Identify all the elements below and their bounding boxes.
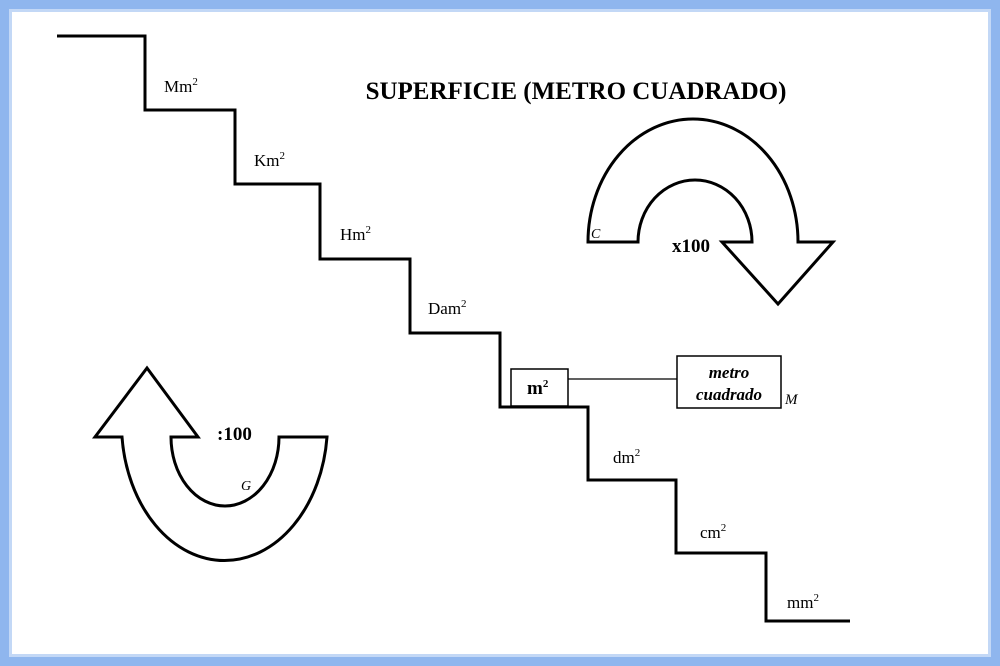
unit-label-km2: Km2: [254, 150, 285, 170]
unit-label-dm2: dm2: [613, 447, 640, 467]
unit-label-dam2: Dam2: [428, 298, 467, 318]
divide-label: :100: [217, 424, 252, 445]
square-meter-label: m2: [527, 378, 549, 399]
definition-line-2: cuadrado: [696, 385, 762, 404]
unit-label-hm2: Hm2: [340, 224, 371, 244]
multiply-arrow-mark: C: [591, 227, 601, 242]
unit-label-mm2-mega: Mm2: [164, 76, 198, 96]
definition-mark: M: [784, 392, 799, 408]
multiply-arrow-icon: [586, 117, 837, 307]
unit-label-cm2: cm2: [700, 522, 726, 542]
definition-box: [676, 355, 782, 409]
unit-label-mm2: mm2: [787, 592, 819, 612]
divide-arrow-icon: [91, 365, 329, 563]
definition-line-1: metro: [709, 363, 750, 382]
multiply-label: x100: [672, 236, 710, 257]
staircase-line: [57, 34, 850, 623]
divide-arrow-mark: G: [241, 479, 251, 494]
square-meter-box: [510, 368, 569, 407]
diagram-title: SUPERFICIE (METRO CUADRADO): [366, 78, 787, 105]
